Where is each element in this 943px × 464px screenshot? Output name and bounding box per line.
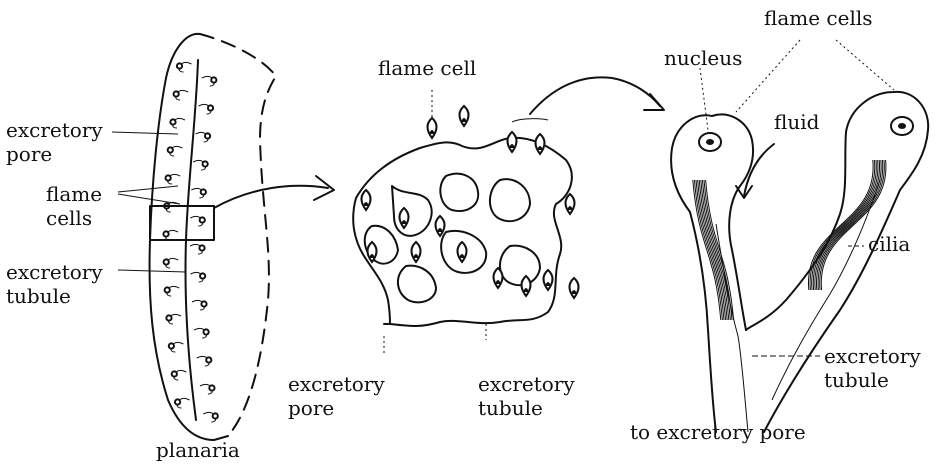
planaria-flame-cell: [199, 245, 204, 250]
planaria-flame-cell: [163, 231, 168, 236]
label-detail-nucleus: nucleus: [664, 46, 742, 70]
network-bracket: [512, 119, 548, 122]
label-planaria-excretory-tubule: excretory tubule: [6, 260, 103, 308]
label-network-excretory-tubule: excretory tubule: [478, 372, 575, 420]
planaria-flame-cell: [211, 77, 216, 82]
planaria-flame-cell: [165, 287, 170, 292]
pointer-flame-cells-right: [836, 40, 894, 90]
planaria-flame-cell: [177, 63, 182, 68]
label-planaria-flame-cells: flame cells: [46, 182, 102, 230]
planaria-flame-cell: [168, 147, 173, 152]
planaria-body-outline: [150, 34, 228, 440]
planaria-flame-cell: [164, 259, 169, 264]
planaria-flame-cell: [201, 301, 206, 306]
network-flame-cell: [412, 242, 421, 262]
network-flame-cell: [570, 278, 579, 298]
network-tubule-mesh: [353, 138, 572, 326]
label-planaria-excretory-pore: excretory pore: [6, 118, 103, 166]
planaria-flame-cell: [201, 189, 206, 194]
planaria-flame-cell: [213, 413, 218, 418]
label-planaria-caption: planaria: [156, 438, 240, 462]
network-flame-cell: [494, 268, 503, 288]
planaria-flame-cell: [200, 273, 205, 278]
planaria-flame-cell: [172, 371, 177, 376]
planaria-flame-cell: [205, 133, 210, 138]
label-detail-cilia: cilia: [868, 232, 910, 256]
network-flame-cell: [460, 106, 469, 126]
planaria-flame-cell: [209, 385, 214, 390]
planaria-magnified-region-box: [150, 206, 214, 240]
planaria-flame-cell: [203, 161, 208, 166]
planaria-dashed-outline: [200, 34, 276, 436]
network-flame-cell: [522, 276, 531, 296]
detail-cilia-right: [808, 160, 885, 290]
label-network-excretory-pore: excretory pore: [288, 372, 385, 420]
network-flame-cell: [566, 194, 575, 214]
network-flame-cell: [428, 118, 437, 138]
network-flame-cell: [536, 134, 545, 154]
planaria-flame-cell: [204, 329, 209, 334]
planaria-flame-cell: [170, 119, 175, 124]
label-detail-flame-cells: flame cells: [764, 6, 873, 30]
network-panel: [353, 77, 664, 356]
arrow-to-detail: [530, 77, 660, 114]
arrow-to-detail-head: [644, 94, 664, 110]
planaria-flame-cell: [200, 217, 205, 222]
network-flame-cell: [436, 216, 445, 236]
planaria-flame-cell: [166, 315, 171, 320]
label-detail-to-excretory-pore: to excretory pore: [630, 420, 806, 444]
planaria-flame-cell: [169, 343, 174, 348]
label-detail-excretory-tubule: excretory tubule: [824, 344, 921, 392]
network-flame-cell: [508, 132, 517, 152]
pointer-flame-cells-b: [118, 194, 180, 204]
planaria-flame-cell: [206, 357, 211, 362]
planaria-flame-cell: [174, 91, 179, 96]
network-flame-cell: [544, 270, 553, 290]
label-network-flame-cell: flame cell: [378, 56, 476, 80]
pointer-flame-cells-left: [736, 40, 800, 112]
network-flame-cell: [368, 242, 377, 262]
pointer-excretory-tubule: [118, 270, 186, 272]
cilium: [815, 160, 880, 290]
detail-nucleolus-right: [898, 123, 906, 129]
arrow-to-network: [214, 186, 328, 208]
planaria-flame-cell: [166, 175, 171, 180]
network-flame-cell: [400, 208, 409, 228]
planaria-flame-cell: [175, 399, 180, 404]
planaria-flame-cell: [208, 105, 213, 110]
label-detail-fluid: fluid: [774, 110, 819, 134]
detail-flame-cell-left: [671, 114, 753, 432]
network-flame-cell: [362, 190, 371, 210]
detail-nucleolus-left: [706, 139, 714, 145]
pointer-flame-cells-a: [118, 186, 178, 192]
network-flame-cell: [458, 242, 467, 262]
pointer-nucleus: [700, 68, 708, 130]
pointer-excretory-pore: [112, 132, 178, 134]
